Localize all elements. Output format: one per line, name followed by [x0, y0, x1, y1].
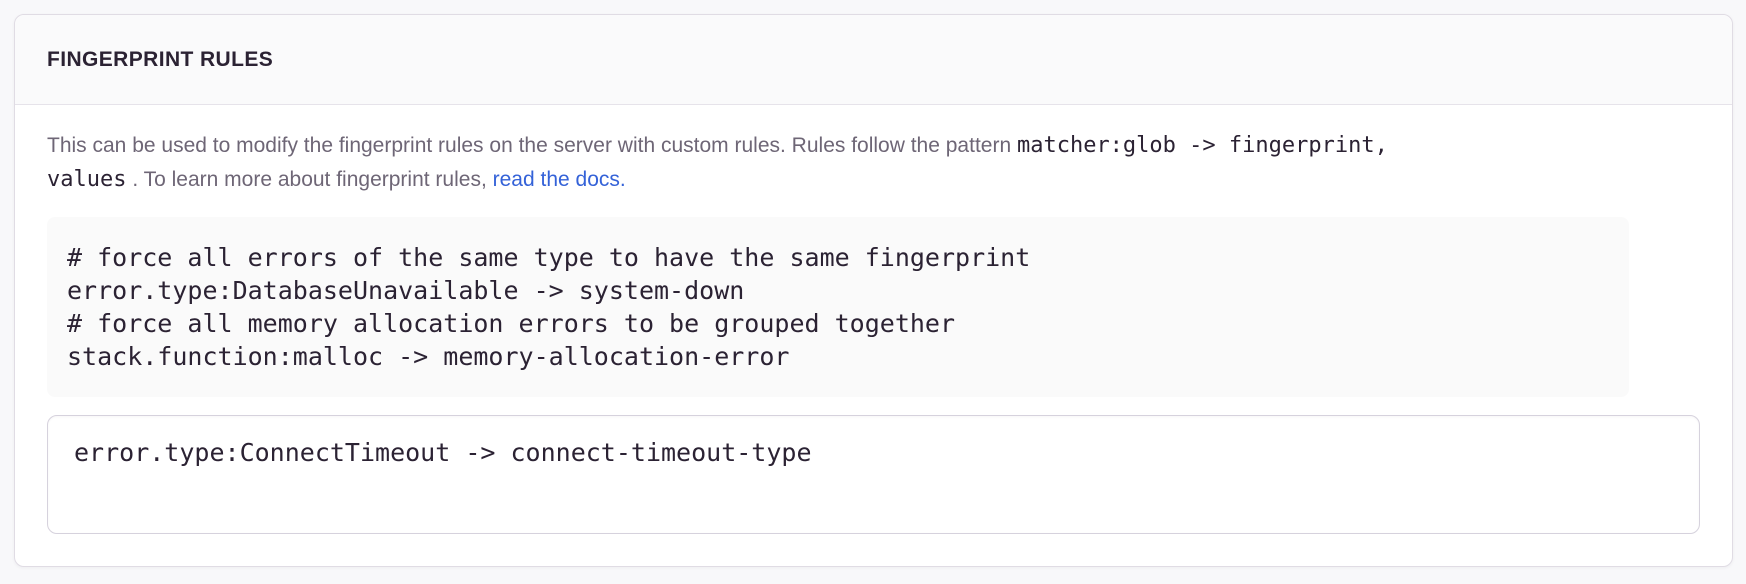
description-line1-text: This can be used to modify the fingerpri…	[47, 134, 1017, 157]
example-code-block: # force all errors of the same type to h…	[47, 217, 1629, 397]
pattern-code-part2: values	[47, 167, 127, 192]
fingerprint-rules-input[interactable]: error.type:ConnectTimeout -> connect-tim…	[47, 415, 1700, 534]
panel-title: FINGERPRINT RULES	[47, 47, 274, 71]
panel-header: FINGERPRINT RULES	[15, 15, 1732, 105]
pattern-code-part1: matcher:glob -> fingerprint,	[1016, 133, 1388, 158]
description-line2-text: . To learn more about fingerprint rules,	[126, 168, 493, 191]
description-text: This can be used to modify the fingerpri…	[47, 129, 1700, 197]
fingerprint-rules-panel: FINGERPRINT RULES This can be used to mo…	[14, 14, 1733, 567]
panel-body: This can be used to modify the fingerpri…	[15, 105, 1732, 566]
read-the-docs-link[interactable]: read the docs.	[492, 168, 626, 191]
